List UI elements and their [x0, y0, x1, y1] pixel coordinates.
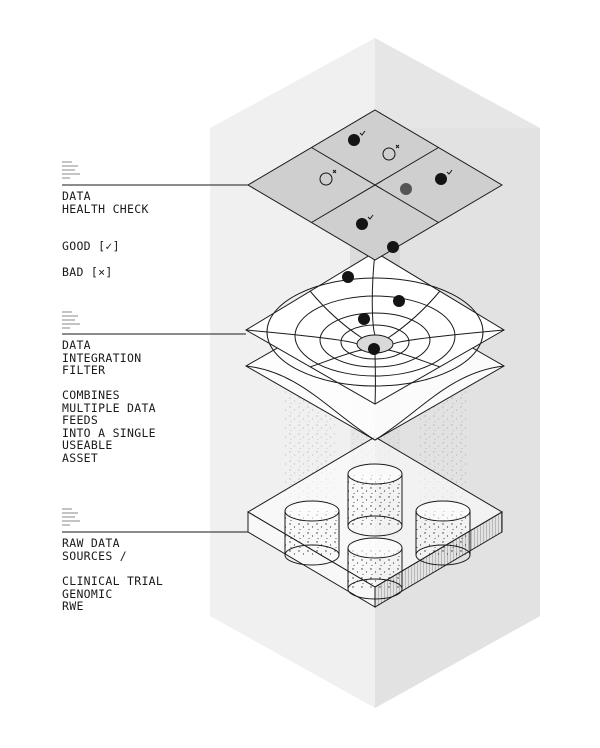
flow-dot — [358, 313, 370, 325]
bad-dot — [382, 147, 396, 161]
bad-dot — [319, 172, 333, 186]
health-check-title-line: HEALTH CHECK — [62, 201, 149, 216]
bad-legend: BAD [×] — [62, 265, 113, 279]
filter-title-line: INTEGRATION — [62, 350, 142, 365]
health-dots — [319, 130, 453, 230]
health-check-grid — [247, 109, 503, 261]
cylinder-front — [347, 537, 403, 600]
document-lines-icon — [62, 508, 80, 526]
flow-dot — [387, 241, 399, 253]
cross-mark-icon — [332, 169, 337, 174]
filter-title-line: FILTER — [62, 363, 106, 378]
raw-title-line: RAW DATA — [62, 536, 120, 550]
check-mark-icon — [446, 169, 453, 175]
leader-lines — [62, 184, 248, 533]
source-item: RWE — [62, 599, 84, 614]
description-line: ASSET — [62, 450, 99, 465]
document-lines-icon — [62, 311, 80, 329]
flow-dot — [393, 295, 405, 307]
description-line: FEEDS — [62, 413, 99, 428]
description-line: COMBINES — [62, 388, 120, 402]
source-item: CLINICAL TRIAL — [62, 574, 164, 588]
cylinder-left — [284, 500, 340, 566]
source-item: GENOMIC — [62, 586, 113, 601]
raw-title-line: SOURCES / — [62, 548, 128, 563]
flow-dots — [342, 241, 405, 355]
document-lines-icon — [62, 161, 80, 179]
cylinders — [284, 463, 471, 600]
health-check-title-line: DATA — [62, 189, 91, 203]
filter-title-line: DATA — [62, 338, 91, 352]
good-legend: GOOD [✓] — [62, 239, 120, 253]
integration-filter — [244, 251, 506, 441]
cross-mark-icon — [395, 144, 400, 149]
good-dot — [435, 173, 447, 185]
check-mark-icon — [359, 130, 366, 136]
cylinder-right — [415, 500, 471, 566]
flow-dot — [342, 271, 354, 283]
check-mark-icon — [367, 214, 374, 220]
description-line: INTO A SINGLE — [62, 425, 156, 440]
description-line: USEABLE — [62, 438, 113, 453]
good-dot — [356, 218, 368, 230]
neutral-dot — [400, 183, 412, 195]
description-line: MULTIPLE DATA — [62, 400, 156, 415]
good-dot — [348, 134, 360, 146]
cylinder-back — [347, 463, 403, 537]
flow-dot — [368, 343, 380, 355]
